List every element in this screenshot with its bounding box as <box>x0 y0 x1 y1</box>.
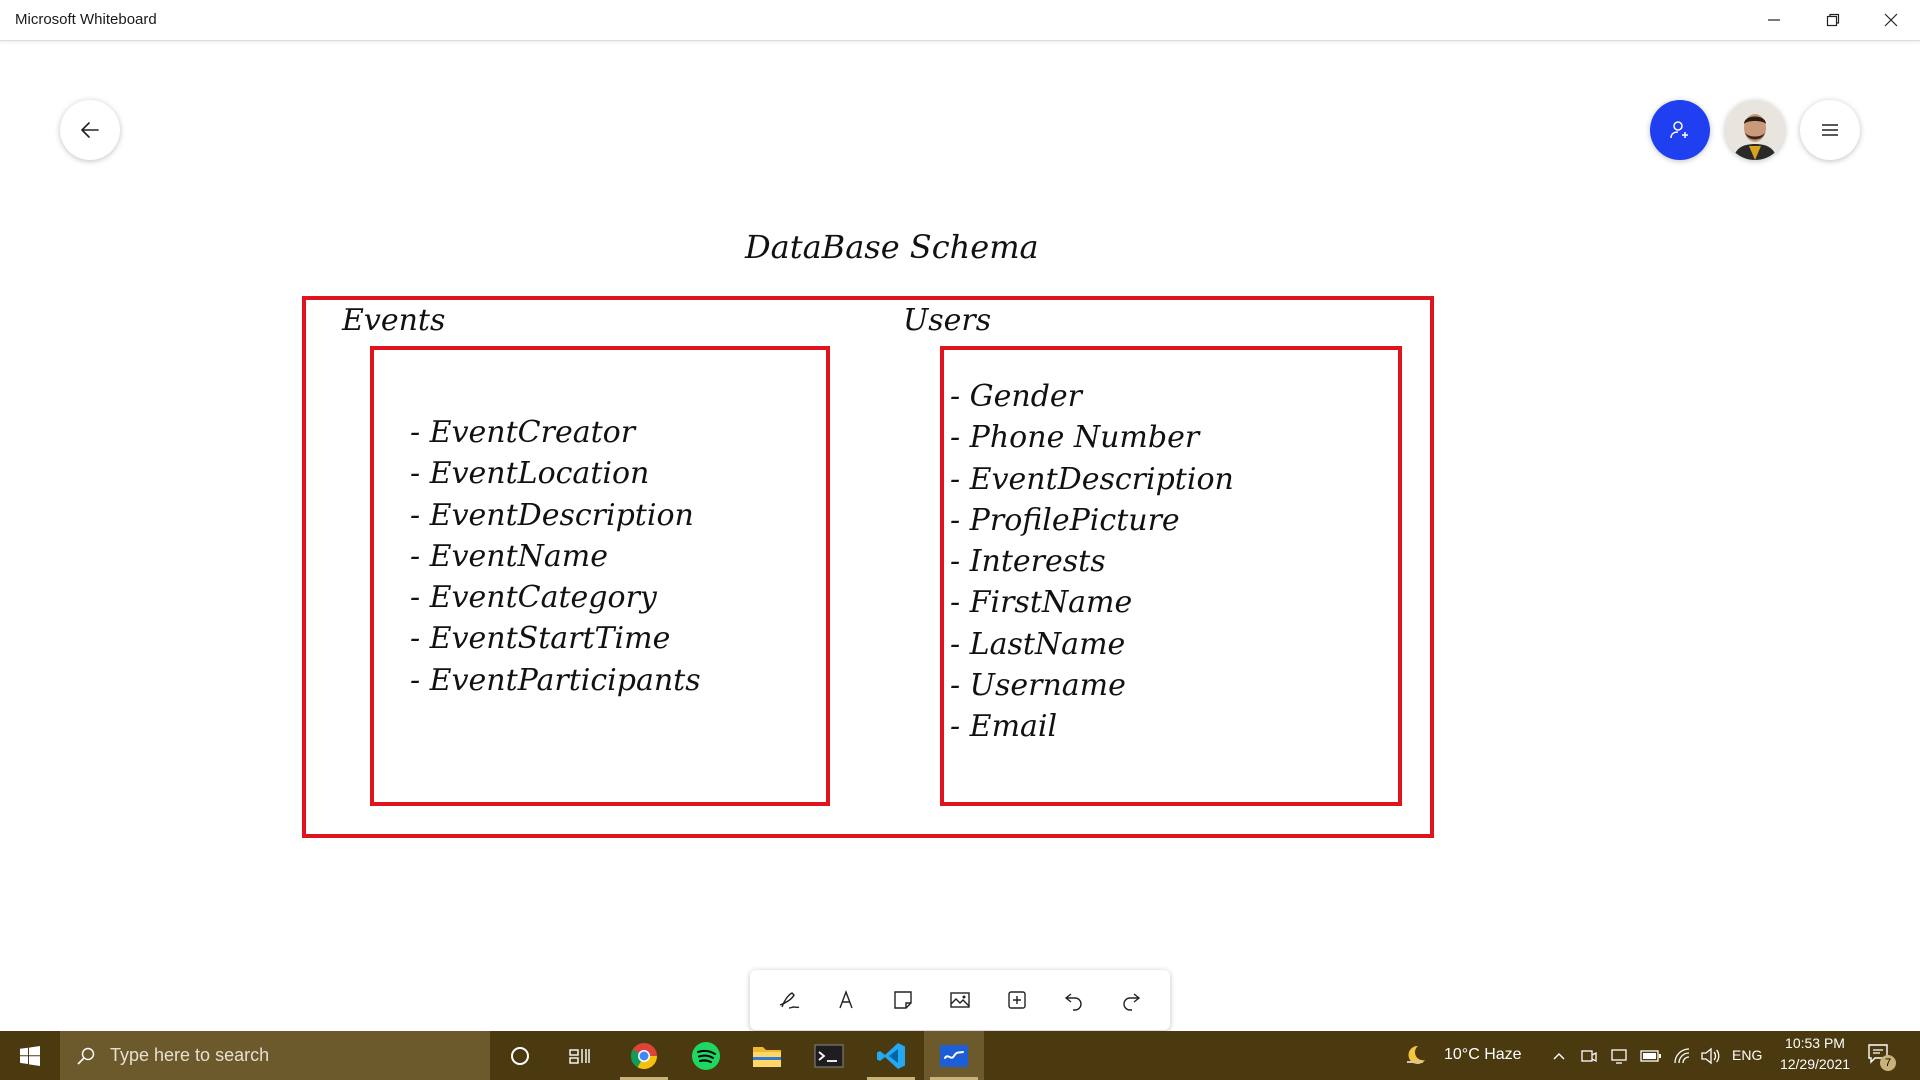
users-label: Users <box>903 303 992 338</box>
list-item: - EventCategory <box>410 580 657 616</box>
list-item: - Phone Number <box>950 420 1200 456</box>
menu-button[interactable] <box>1800 100 1860 160</box>
search-icon <box>77 1047 95 1065</box>
image-icon <box>950 992 970 1008</box>
list-item: - EventParticipants <box>410 662 701 698</box>
undo-icon <box>1065 993 1082 1011</box>
list-item: - Gender <box>950 379 1083 414</box>
list-item: - LastName <box>950 626 1126 662</box>
terminal-icon <box>814 1044 844 1067</box>
cortana-button[interactable] <box>490 1031 550 1080</box>
image-tool-button[interactable] <box>940 980 980 1020</box>
meet-now-icon[interactable] <box>1580 1047 1598 1065</box>
redo-icon <box>1123 993 1141 1011</box>
avatar[interactable] <box>1725 100 1785 160</box>
users-box <box>940 346 1402 806</box>
folder-icon <box>753 1046 781 1067</box>
vscode-icon <box>877 1042 905 1069</box>
minimize-button[interactable] <box>1745 0 1803 40</box>
whiteboard-icon <box>940 1044 968 1067</box>
notification-badge: 7 <box>1880 1055 1896 1071</box>
hamburger-icon <box>1822 124 1838 136</box>
list-item: - EventDescription <box>410 497 694 533</box>
display-icon[interactable] <box>1610 1047 1628 1065</box>
list-item: - FirstName <box>950 585 1133 621</box>
canvas-heading: DataBase Schema <box>745 228 1039 266</box>
search-placeholder: Type here to search <box>110 1045 270 1065</box>
spotify-icon <box>692 1041 720 1070</box>
notification-icon <box>1868 1044 1888 1064</box>
profile-photo-icon <box>1725 100 1785 160</box>
minimize-icon <box>1768 19 1780 21</box>
taskbar-terminal[interactable] <box>799 1031 859 1080</box>
close-icon <box>1884 13 1898 27</box>
list-item: - EventLocation <box>410 456 650 492</box>
taskbar: Type here to search <box>0 1031 1920 1080</box>
note-tool-button[interactable] <box>883 980 923 1020</box>
cortana-icon <box>511 1046 529 1065</box>
taskbar-file-explorer[interactable] <box>737 1031 797 1080</box>
volume-icon[interactable] <box>1700 1047 1720 1065</box>
text-tool-button[interactable] <box>826 980 866 1020</box>
list-item: - Email <box>950 709 1058 745</box>
chevron-up-icon[interactable] <box>1551 1048 1567 1064</box>
search-box[interactable]: Type here to search <box>60 1031 490 1080</box>
back-button[interactable] <box>60 100 120 160</box>
events-field-list: - EventCreator - EventLocation - EventDe… <box>410 412 701 701</box>
add-person-icon <box>1670 121 1688 139</box>
weather-text[interactable]: 10°C Haze <box>1444 1046 1522 1063</box>
sticky-note-icon <box>894 991 912 1009</box>
list-item: - Interests <box>950 544 1106 580</box>
restore-button[interactable] <box>1804 0 1862 40</box>
add-icon <box>1008 991 1026 1009</box>
list-item: - EventStartTime <box>410 621 671 657</box>
list-item: - EventName <box>410 538 608 574</box>
events-label: Events <box>342 303 446 338</box>
close-button[interactable] <box>1862 0 1920 40</box>
restore-icon <box>1826 13 1840 27</box>
taskbar-chrome[interactable] <box>614 1031 674 1080</box>
list-item: - EventCreator <box>410 415 636 450</box>
taskbar-spotify[interactable] <box>676 1031 736 1080</box>
users-field-list: - Gender - Phone Number - EventDescripti… <box>950 376 1234 748</box>
events-box <box>370 346 830 806</box>
insert-tool-button[interactable] <box>997 980 1037 1020</box>
invite-button[interactable] <box>1650 100 1710 160</box>
wifi-icon[interactable] <box>1673 1047 1691 1065</box>
start-button[interactable] <box>0 1031 60 1080</box>
title-bar: Microsoft Whiteboard <box>0 0 1920 41</box>
notification-center-button[interactable]: 7 <box>1866 1041 1896 1071</box>
list-item: - Username <box>950 668 1126 704</box>
weather-moon-icon <box>1407 1045 1425 1064</box>
clock-date: 12/29/2021 <box>1779 1056 1851 1072</box>
list-item: - EventDescription <box>950 461 1234 497</box>
windows-logo-icon <box>20 1045 40 1066</box>
pen-icon <box>779 992 799 1009</box>
chrome-icon <box>630 1042 658 1069</box>
window-title: Microsoft Whiteboard <box>15 11 157 28</box>
schema-outer-box <box>302 296 1434 838</box>
creation-toolbar <box>750 970 1170 1030</box>
taskbar-whiteboard[interactable] <box>924 1031 984 1080</box>
list-item: - ProfilePicture <box>950 502 1180 538</box>
arrow-left-icon <box>81 122 99 138</box>
redo-button[interactable] <box>1111 980 1151 1020</box>
taskbar-vscode[interactable] <box>861 1031 921 1080</box>
task-view-icon <box>569 1048 590 1064</box>
clock[interactable]: 10:53 PM 12/29/2021 <box>1770 1035 1860 1072</box>
undo-button[interactable] <box>1054 980 1094 1020</box>
task-view-button[interactable] <box>550 1031 610 1080</box>
pen-tool-button[interactable] <box>769 980 809 1020</box>
clock-time: 10:53 PM <box>1785 1035 1845 1051</box>
battery-icon[interactable] <box>1640 1049 1662 1063</box>
text-icon <box>839 990 853 1009</box>
language-indicator[interactable]: ENG <box>1732 1047 1763 1063</box>
